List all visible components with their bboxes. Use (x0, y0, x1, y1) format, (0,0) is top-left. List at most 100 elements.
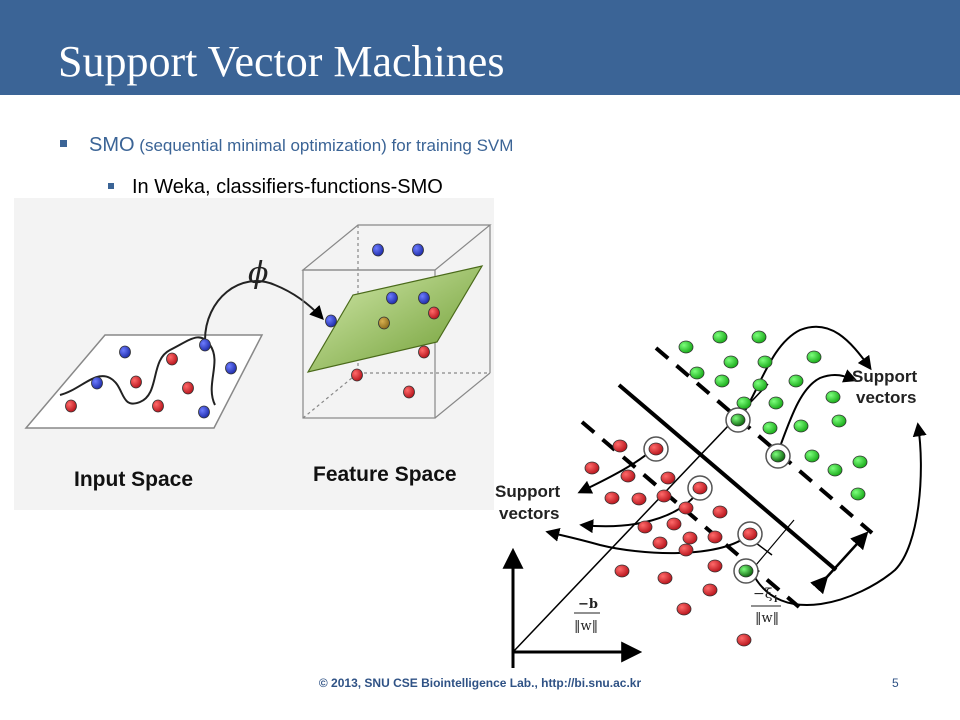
feature-space-cube (301, 224, 492, 419)
blue-point (418, 291, 430, 305)
xi-subscript-label: i (774, 595, 778, 605)
support-vectors-lower-line1: Support (495, 482, 560, 501)
green-point (689, 366, 705, 380)
input-space-label: Input Space (74, 468, 193, 491)
input-space-plane (24, 334, 264, 429)
left-points (65, 243, 440, 419)
green-point (714, 374, 730, 388)
red-point (652, 536, 668, 550)
red-point (130, 375, 142, 389)
red-point (692, 481, 708, 495)
bullet-2-text: In Weka, classifiers-functions-SMO (132, 176, 443, 198)
offset-line (512, 383, 769, 653)
red-point (620, 469, 636, 483)
bullet-1-smo: SMO (89, 134, 135, 156)
green-point (768, 396, 784, 410)
lower-margin-line (580, 420, 801, 609)
red-point (666, 517, 682, 531)
green-point (850, 487, 866, 501)
green-point (752, 378, 768, 392)
green-point (827, 463, 843, 477)
upper-margin-line (654, 346, 874, 535)
green-point (831, 414, 847, 428)
red-point (428, 306, 440, 320)
support-vectors-upper-line2: vectors (856, 388, 916, 407)
green-support-point (730, 413, 746, 427)
green-point (723, 355, 739, 369)
sv-arrow-upper-1 (737, 325, 872, 423)
green-point (757, 355, 773, 369)
red-point (604, 491, 620, 505)
feature-space-label: Feature Space (313, 463, 457, 486)
red-point (614, 564, 630, 578)
red-point (65, 399, 77, 413)
sv-arrow-upper-3 (751, 422, 927, 607)
bullet-square-icon (108, 182, 114, 189)
green-point (712, 330, 728, 344)
right-diagram: Support vectors Support vectors −b ‖w‖ −… (495, 325, 927, 668)
red-point (712, 505, 728, 519)
blue-point (199, 338, 211, 352)
red-point (656, 489, 672, 503)
xi-norm-w-label: ‖w‖ (755, 611, 779, 626)
input-boundary-curve (59, 336, 216, 406)
green-point (852, 455, 868, 469)
footer: © 2013, SNU CSE Biointelligence Lab., ht… (0, 676, 960, 692)
green-support-point (738, 564, 754, 578)
red-point (152, 399, 164, 413)
red-point (707, 559, 723, 573)
blue-point (325, 314, 337, 328)
support-vectors-lower-line2: vectors (499, 504, 559, 523)
right-points (584, 330, 868, 647)
red-point (676, 602, 692, 616)
red-point (678, 543, 694, 557)
olive-point (378, 316, 390, 330)
green-point (804, 449, 820, 463)
red-point (584, 461, 600, 475)
mapping-arrow (204, 280, 324, 341)
minus-xi-label: −ξ (753, 586, 773, 602)
title-bar (0, 0, 960, 95)
bullet-1: SMO (sequential minimal optimization) fo… (60, 134, 513, 157)
green-point (793, 419, 809, 433)
green-support-point (770, 449, 786, 463)
red-point (660, 471, 676, 485)
red-point (631, 492, 647, 506)
green-point (762, 421, 778, 435)
blue-point (119, 345, 131, 359)
separating-hyperplane (306, 265, 484, 373)
red-point (682, 531, 698, 545)
red-point (166, 352, 178, 366)
b-norm-w-label: ‖w‖ (574, 619, 598, 634)
blue-point (372, 243, 384, 257)
red-point (403, 385, 415, 399)
left-diagram: ϕ Input Space Feature Space (14, 198, 494, 510)
red-point (742, 527, 758, 541)
blue-point (198, 405, 210, 419)
red-point (612, 439, 628, 453)
bullet-2: In Weka, classifiers-functions-SMO (108, 176, 443, 199)
phi-symbol: ϕ (248, 256, 268, 291)
green-point (751, 330, 767, 344)
blue-point (412, 243, 424, 257)
footer-copyright: © 2013, SNU CSE Biointelligence Lab., ht… (318, 676, 642, 690)
blue-point (225, 361, 237, 375)
slide-title: Support Vector Machines (58, 37, 505, 86)
bullet-1-text: (sequential minimal optimization) for tr… (134, 136, 514, 155)
red-point (648, 442, 664, 456)
blue-point (386, 291, 398, 305)
decision-boundary (617, 383, 838, 572)
bullet-square-icon (60, 140, 67, 148)
red-point (678, 501, 694, 515)
red-point (736, 633, 752, 647)
margin-width-arrow (810, 531, 869, 595)
green-point (788, 374, 804, 388)
green-point (736, 396, 752, 410)
page-number: 5 (892, 676, 899, 690)
green-point (678, 340, 694, 354)
sv-arrow-lower-3 (545, 527, 751, 555)
red-point (637, 520, 653, 534)
red-point (351, 368, 363, 382)
red-point (702, 583, 718, 597)
red-point (707, 530, 723, 544)
